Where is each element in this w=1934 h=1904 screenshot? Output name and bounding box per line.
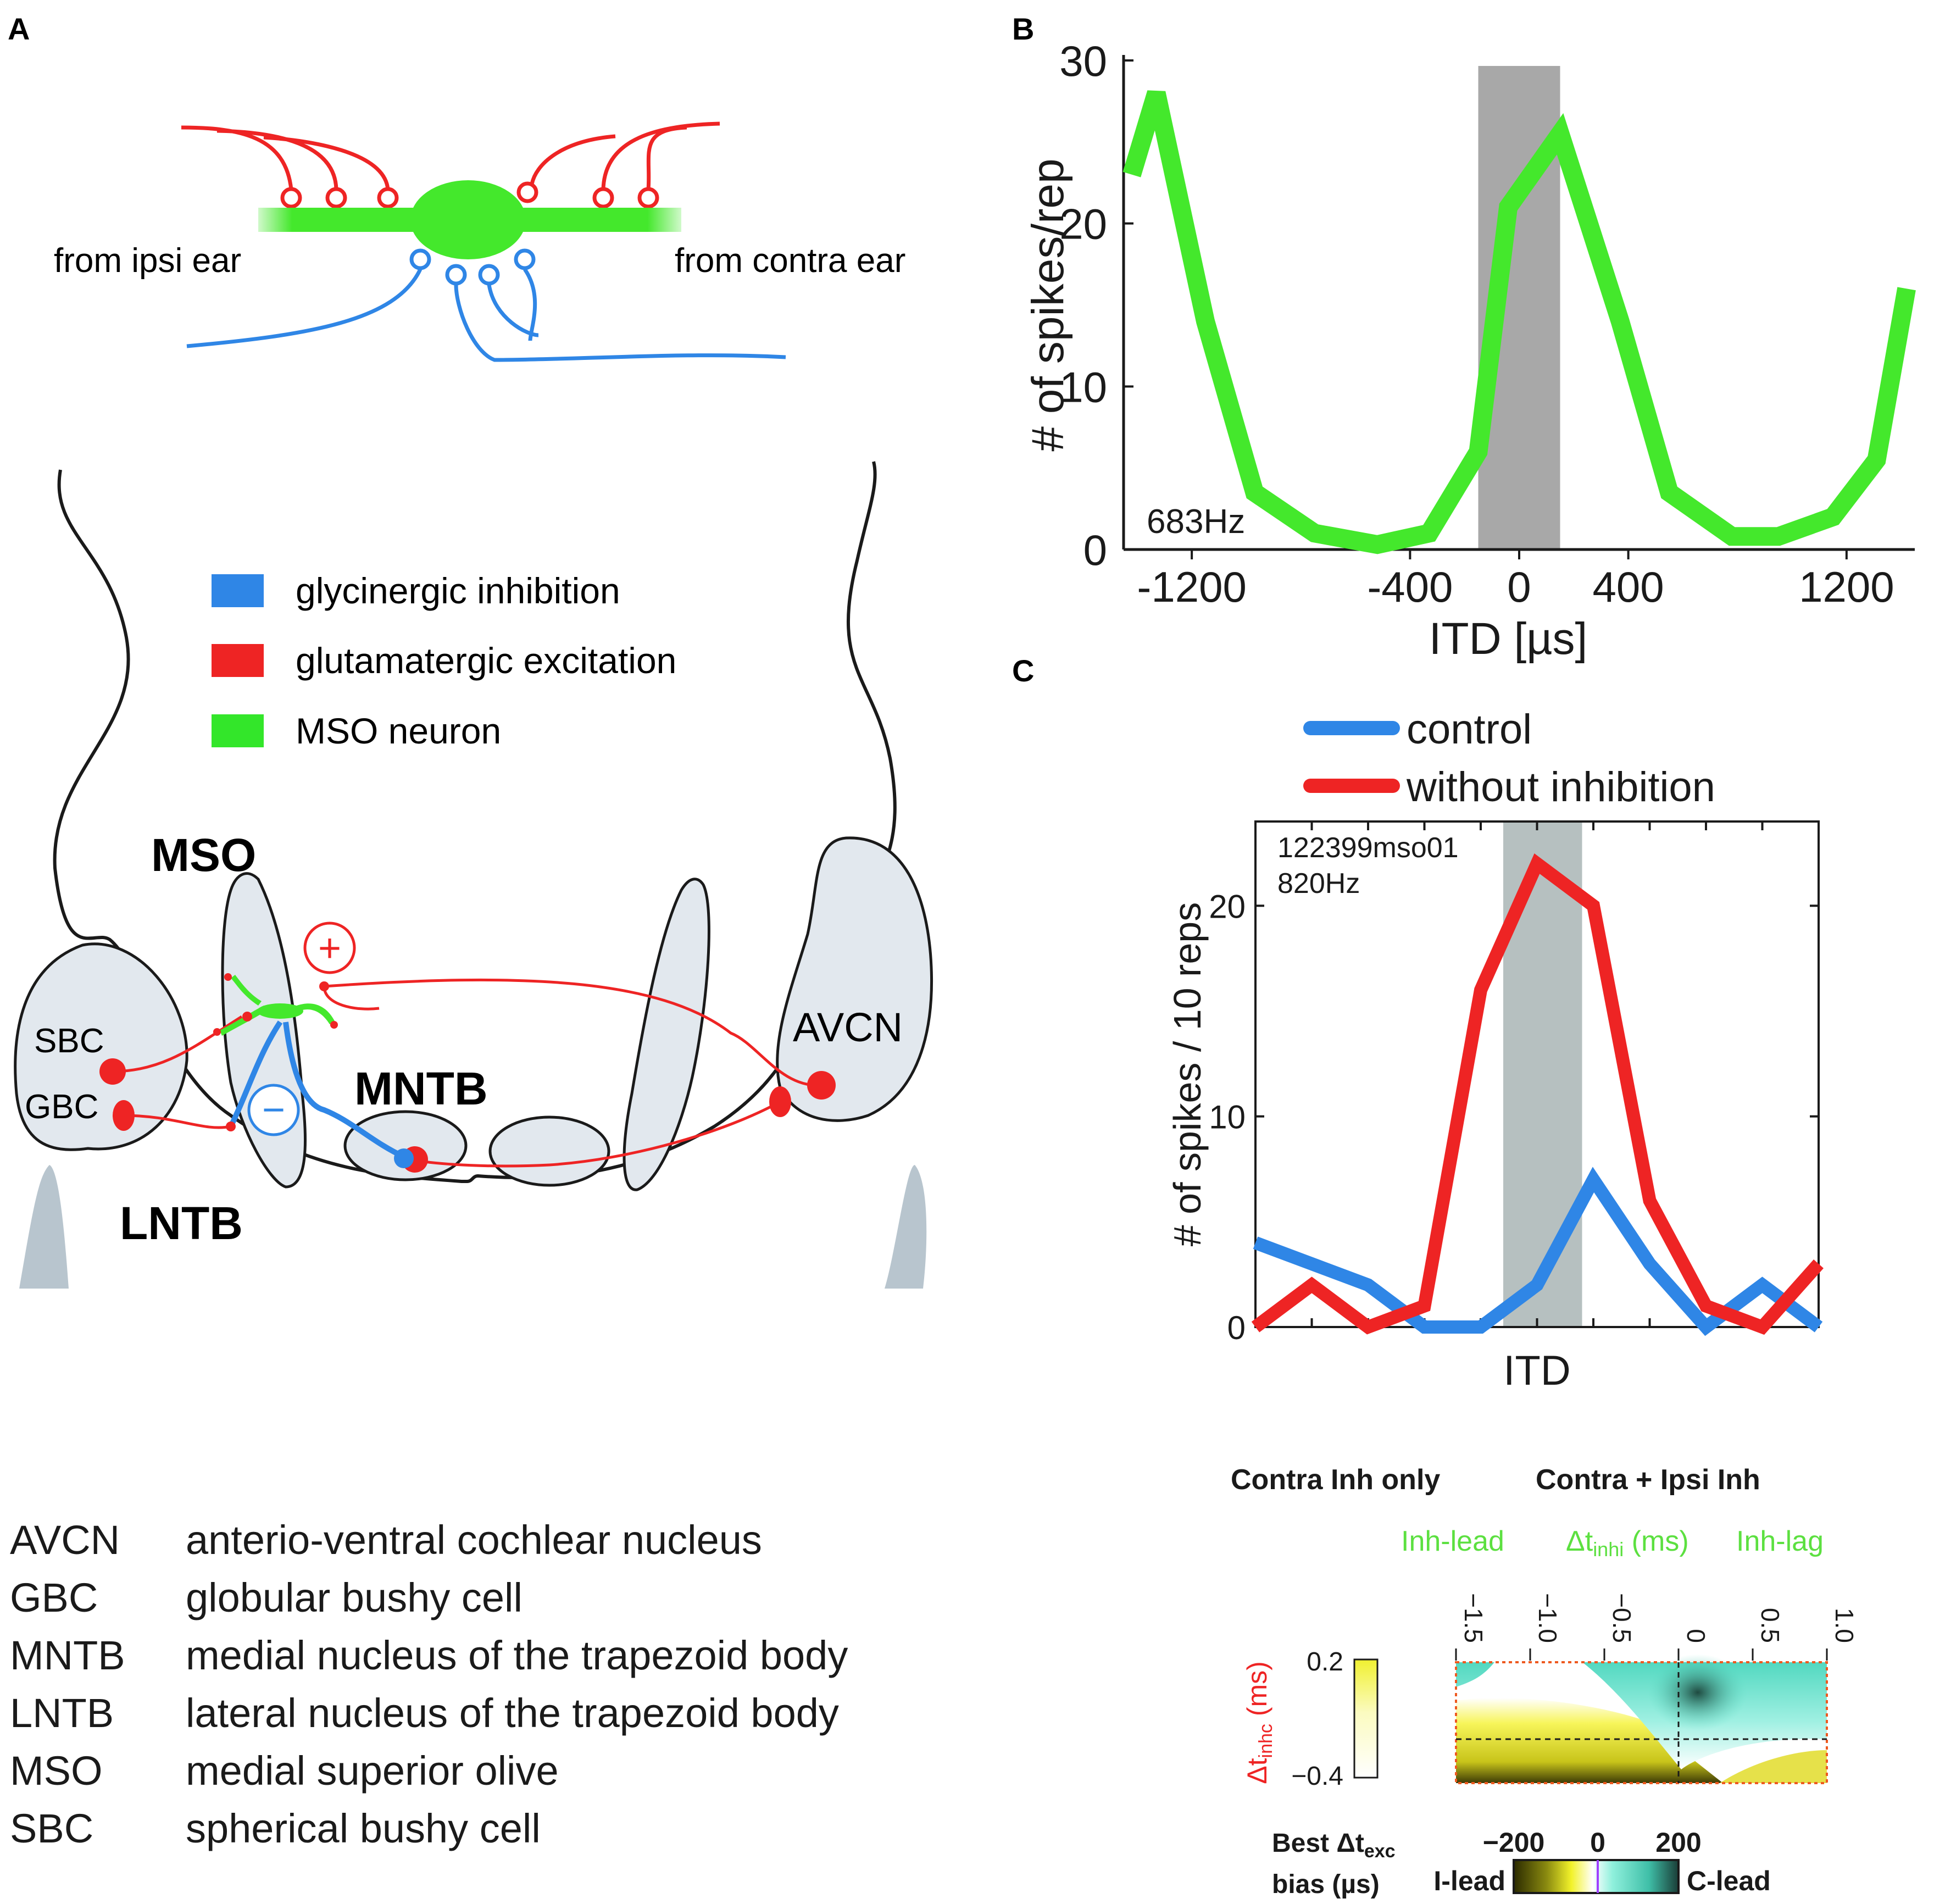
svg-text:MSO neuron: MSO neuron bbox=[296, 710, 501, 751]
x-tick-label: 1200 bbox=[1799, 563, 1894, 611]
frequency-annotation: 820Hz bbox=[1277, 868, 1360, 900]
mso-neuron-schematic bbox=[181, 121, 786, 362]
contra-inh-only-label: Contra Inh only bbox=[1231, 1464, 1440, 1496]
inh-lag-label: Inh-lag bbox=[1736, 1525, 1824, 1557]
panel-label-a: A bbox=[8, 12, 30, 46]
x-tick-label: −1.5 bbox=[1459, 1593, 1488, 1643]
panel-label-c: C bbox=[1012, 653, 1034, 688]
panel-a-legend: glycinergic inhibition glutamatergic exc… bbox=[212, 570, 676, 751]
x-tick-label: −0.5 bbox=[1608, 1593, 1636, 1643]
frequency-annotation: 683Hz bbox=[1147, 503, 1245, 541]
inset-colorbar bbox=[1353, 1658, 1379, 1779]
x-tick-label: 0 bbox=[1507, 563, 1531, 611]
sbc-label: SBC bbox=[34, 1022, 104, 1060]
colorbar-tick-label: 0 bbox=[1590, 1827, 1605, 1858]
svg-text:−: − bbox=[262, 1088, 285, 1132]
y-tick-label: 20 bbox=[1059, 200, 1107, 248]
legend-label-without-inhibition: without inhibition bbox=[1406, 764, 1715, 811]
brainstem-section bbox=[14, 461, 933, 1289]
x-axis-label: ITD bbox=[1503, 1347, 1570, 1394]
without-inhibition-line bbox=[1251, 853, 1824, 1335]
colorbar-gradient bbox=[1513, 1859, 1680, 1894]
x-tick-label: 0.5 bbox=[1756, 1608, 1785, 1643]
y-axis-title: Δtinhc (ms) bbox=[1242, 1661, 1276, 1784]
contra-ipsi-inh-label: Contra + Ipsi Inh bbox=[1536, 1464, 1760, 1496]
x-tick-label: 0 bbox=[1682, 1629, 1710, 1643]
heatmap-yellow-region bbox=[1456, 1697, 1723, 1783]
x-tick-label: -400 bbox=[1367, 563, 1453, 611]
c-lead-label: C-lead bbox=[1687, 1866, 1771, 1896]
legend-item-inhibition: glycinergic inhibition bbox=[212, 570, 620, 611]
excitation-plus-sign: + bbox=[303, 922, 356, 974]
x-tick-label: −1.0 bbox=[1533, 1593, 1562, 1643]
x-axis-title: Δtinhi (ms) bbox=[1566, 1525, 1689, 1561]
inhibition-minus-sign: − bbox=[247, 1084, 300, 1136]
legend-label-control: control bbox=[1407, 706, 1532, 753]
y-tick-label: 0 bbox=[1227, 1309, 1246, 1346]
from-contra-ear-label: from contra ear bbox=[675, 242, 905, 280]
avcn-label: AVCN bbox=[793, 1004, 903, 1050]
i-lead-label: I-lead bbox=[1433, 1866, 1505, 1896]
legend-item-excitation: glutamatergic excitation bbox=[212, 640, 676, 681]
legend-item-mso-neuron: MSO neuron bbox=[212, 710, 501, 751]
colorbar-title-line2: bias (µs) bbox=[1272, 1870, 1380, 1899]
x-tick-label: 400 bbox=[1593, 563, 1664, 611]
svg-text:glycinergic inhibition: glycinergic inhibition bbox=[296, 570, 620, 611]
heatmap-right-yellow bbox=[1720, 1750, 1827, 1783]
heatmap-dark-spot bbox=[1648, 1654, 1747, 1731]
circuit-wiring bbox=[99, 973, 836, 1173]
y-tick-label: 0 bbox=[1083, 526, 1107, 574]
lntb-label: LNTB bbox=[120, 1197, 243, 1249]
mntb-label: MNTB bbox=[354, 1063, 488, 1114]
y-tick-label: 20 bbox=[1209, 888, 1246, 925]
y-tick-label: 10 bbox=[1059, 363, 1107, 411]
recording-id-annotation: 122399mso01 bbox=[1277, 832, 1459, 864]
y-tick-label-top: 0.2 bbox=[1307, 1647, 1343, 1677]
x-tick-label: 1.0 bbox=[1830, 1608, 1859, 1643]
colorbar-title: Best Δtexc bbox=[1272, 1829, 1396, 1862]
heatmap-frame bbox=[1455, 1661, 1828, 1784]
colorbar-tick-label: −200 bbox=[1483, 1827, 1545, 1858]
inhibition-timing-inset: Contra Inh only Contra + Ipsi InhInh-lead… bbox=[1231, 1464, 1859, 1899]
y-tick-label: 30 bbox=[1059, 37, 1107, 85]
svg-text:glutamatergic excitation: glutamatergic excitation bbox=[296, 640, 676, 681]
from-ipsi-ear-label: from ipsi ear bbox=[54, 242, 241, 280]
y-tick-label: 10 bbox=[1209, 1099, 1246, 1136]
gbc-label: GBC bbox=[25, 1088, 98, 1126]
svg-text:+: + bbox=[318, 926, 341, 970]
x-tick-label: -1200 bbox=[1137, 563, 1247, 611]
colorbar-tick-label: 200 bbox=[1655, 1827, 1701, 1858]
y-axis-label: # of spikes/rep bbox=[1023, 158, 1073, 451]
tuning-curve-line bbox=[1122, 90, 1916, 554]
panel-label-b: B bbox=[1012, 12, 1034, 46]
x-axis-label: ITD [µs] bbox=[1429, 614, 1588, 664]
y-tick-label-bottom: −0.4 bbox=[1291, 1762, 1343, 1791]
inh-lead-label: Inh-lead bbox=[1401, 1525, 1504, 1557]
y-axis-label: # of spikes / 10 reps bbox=[1166, 902, 1209, 1246]
mso-label: MSO bbox=[151, 829, 256, 881]
